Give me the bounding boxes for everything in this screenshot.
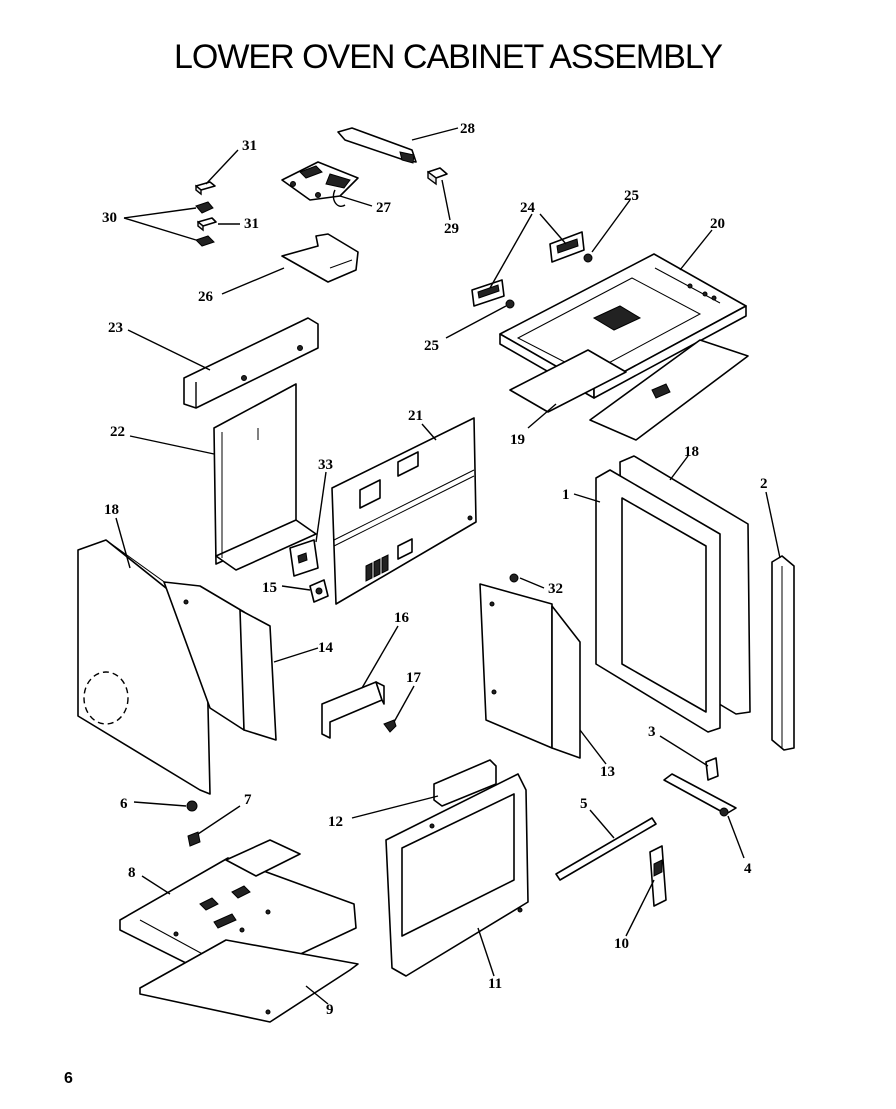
callout-1: 1 xyxy=(562,487,570,503)
callout-14: 14 xyxy=(318,640,334,656)
part-3-clip xyxy=(705,757,719,781)
leader-lines xyxy=(115,127,781,1005)
part-30-clip-lower xyxy=(195,235,215,247)
callout-5: 5 xyxy=(580,796,588,812)
part-26-plate xyxy=(281,233,359,283)
part-25-screw-upper xyxy=(583,253,593,263)
part-6-nut xyxy=(186,800,198,812)
part-5-rail xyxy=(555,817,657,881)
page-number: 6 xyxy=(64,1070,73,1087)
callout-13: 13 xyxy=(600,764,615,780)
part-27-latch xyxy=(281,161,359,207)
part-1-door-frame xyxy=(595,469,721,733)
callout-9: 9 xyxy=(326,1002,334,1018)
part-19-plate xyxy=(509,339,749,441)
part-23-rail xyxy=(183,317,319,409)
callout-15: 15 xyxy=(262,580,277,596)
callout-33: 33 xyxy=(318,457,333,473)
part-25-screw-lower xyxy=(505,299,515,309)
callout-26: 26 xyxy=(198,289,214,305)
callout-21: 21 xyxy=(408,408,423,424)
callout-18-right: 18 xyxy=(684,444,699,460)
part-11-door-panel xyxy=(385,773,529,977)
callout-27: 27 xyxy=(376,200,392,216)
callout-16: 16 xyxy=(394,610,410,626)
callout-32: 32 xyxy=(548,581,563,597)
part-31-clip-upper xyxy=(195,181,216,196)
callout-30: 30 xyxy=(102,210,117,226)
part-29-clip xyxy=(427,167,448,186)
callout-12: 12 xyxy=(328,814,343,830)
callout-11: 11 xyxy=(488,976,502,992)
part-16-bracket xyxy=(321,681,385,739)
callout-4: 4 xyxy=(744,861,752,877)
part-2-trim xyxy=(771,555,795,751)
part-24-vent-upper xyxy=(549,231,585,263)
callout-25-upper: 25 xyxy=(624,188,639,204)
callout-labels: 1 2 3 4 5 6 7 8 9 10 11 12 13 14 15 16 1… xyxy=(102,121,768,1018)
callout-29: 29 xyxy=(444,221,459,237)
part-7-screw xyxy=(187,831,201,847)
callout-18-left: 18 xyxy=(104,502,119,518)
callout-19: 19 xyxy=(510,432,525,448)
part-4-rail xyxy=(663,773,737,817)
callout-31-upper: 31 xyxy=(242,138,257,154)
part-22-rear-panel xyxy=(213,383,317,571)
part-13-side-panel xyxy=(479,583,581,759)
callout-22: 22 xyxy=(110,424,125,440)
callout-31-lower: 31 xyxy=(244,216,259,232)
part-32-screw xyxy=(509,573,519,583)
part-30-clip-upper xyxy=(195,201,214,214)
callout-23: 23 xyxy=(108,320,123,336)
callout-10: 10 xyxy=(614,936,629,952)
part-10-hinge xyxy=(649,845,667,907)
callout-25-lower: 25 xyxy=(424,338,439,354)
part-31-clip-lower xyxy=(197,217,217,232)
callout-28: 28 xyxy=(460,121,475,137)
part-12-strip xyxy=(433,759,497,807)
page-title: LOWER OVEN CABINET ASSEMBLY xyxy=(173,38,723,76)
part-24-vent-lower xyxy=(471,279,505,307)
part-28-bracket xyxy=(337,127,417,164)
callout-24: 24 xyxy=(520,200,536,216)
callout-3: 3 xyxy=(648,724,656,740)
part-17-screw xyxy=(383,719,397,733)
callout-8: 8 xyxy=(128,865,136,881)
part-9-base-plate xyxy=(139,939,359,1023)
callout-2: 2 xyxy=(760,476,768,492)
part-18-side-panel-left xyxy=(77,539,211,795)
part-21-control-panel xyxy=(331,417,477,605)
callout-17: 17 xyxy=(406,670,422,686)
part-14-insulation xyxy=(163,581,277,741)
part-33-bracket xyxy=(289,539,319,577)
part-15-fitting xyxy=(309,579,329,603)
callout-6: 6 xyxy=(120,796,128,812)
callout-20: 20 xyxy=(710,216,725,232)
callout-7: 7 xyxy=(244,792,252,808)
